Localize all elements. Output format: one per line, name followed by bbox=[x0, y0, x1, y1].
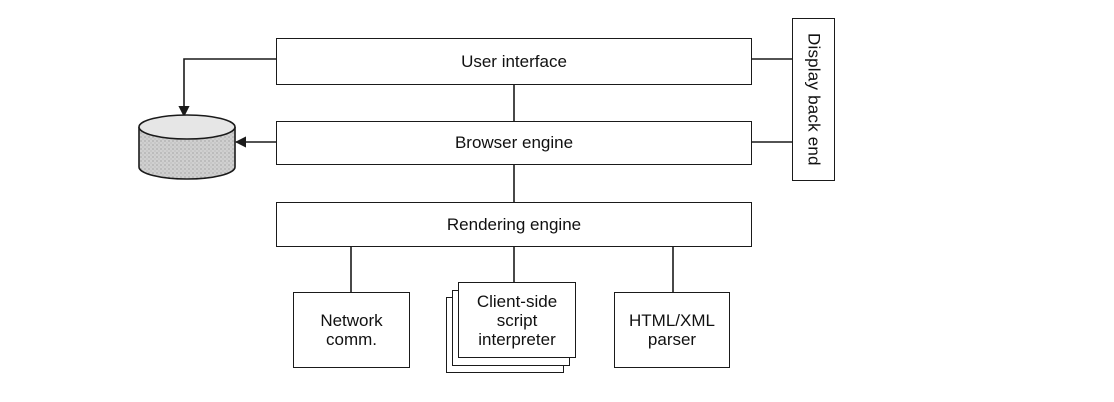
display-back-end-panel: Display back end bbox=[792, 18, 835, 181]
display-back-end-label: Display back end bbox=[804, 33, 824, 166]
ui-to-store-arrow bbox=[178, 58, 276, 118]
browser-engine-label: Browser engine bbox=[454, 133, 574, 152]
user-interface-layer: User interface bbox=[276, 38, 752, 85]
script-label-line-1: Client-side bbox=[476, 291, 558, 311]
database-cylinder-icon bbox=[138, 114, 236, 180]
network-label-line-1: Network bbox=[320, 311, 383, 330]
rendering-engine-layer: Rendering engine bbox=[276, 202, 752, 247]
user-interface-label: User interface bbox=[461, 51, 567, 71]
script-label-line-2: script bbox=[496, 310, 538, 330]
html-xml-parser-module: HTML/XML parser bbox=[614, 292, 730, 368]
script-label-line-3: interpreter bbox=[478, 329, 556, 349]
script-interpreter-module: Client-side script interpreter bbox=[458, 282, 576, 358]
parser-label-line-1: HTML/XML bbox=[629, 311, 715, 330]
network-label-line-2: comm. bbox=[325, 330, 377, 349]
network-comm-module: Network comm. bbox=[293, 292, 410, 368]
browser-engine-layer: Browser engine bbox=[276, 121, 752, 165]
rendering-engine-label: Rendering engine bbox=[446, 214, 582, 234]
parser-label-line-2: parser bbox=[647, 330, 697, 349]
